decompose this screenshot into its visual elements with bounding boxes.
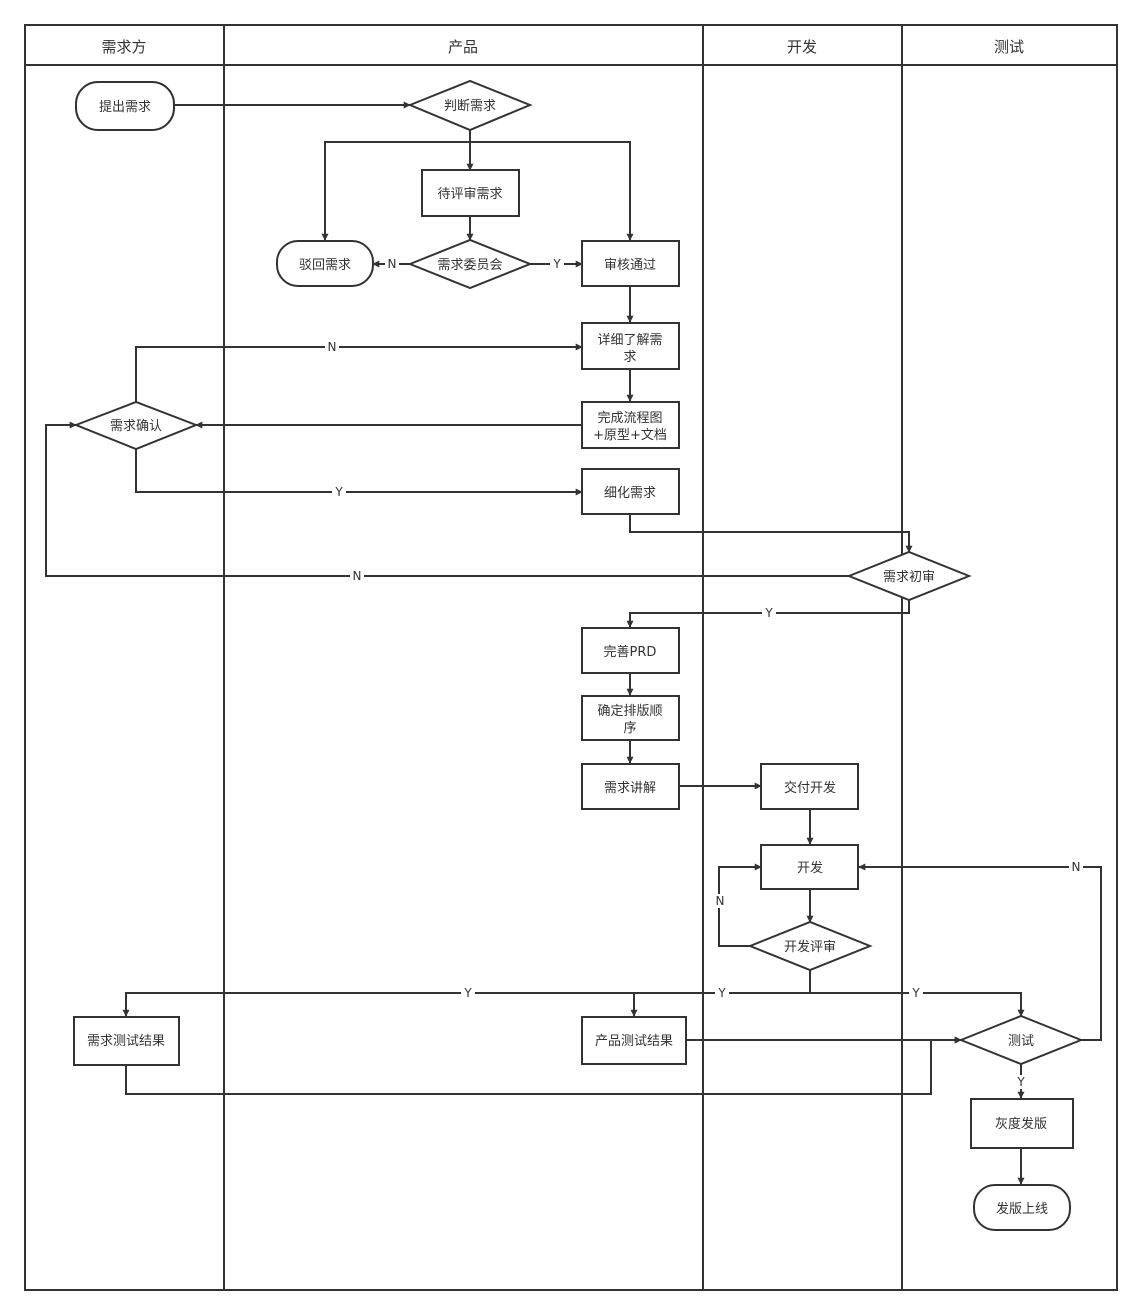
edges [45, 101, 1102, 1185]
node-explain: 需求讲解 [581, 763, 680, 810]
node-req-result: 需求测试结果 [73, 1016, 180, 1066]
edge-label-devreview-no: N [716, 894, 725, 908]
edge-label-devreview-yes-req: Y [463, 986, 472, 1000]
edge-reqresult-test [125, 1036, 962, 1095]
edge-judge-reject [321, 141, 470, 241]
node-pending-label: 待评审需求 [437, 187, 502, 202]
node-order-label-1: 确定排版顺 [597, 704, 662, 719]
edge-devreview-reqresult [122, 992, 810, 1017]
lane-title-product: 产品 [448, 38, 478, 56]
node-judge-label: 判断需求 [444, 99, 496, 114]
node-submit-label: 提出需求 [99, 99, 151, 115]
edge-devreview-prodresult [630, 992, 810, 1017]
node-refine: 细化需求 [581, 468, 680, 515]
node-develop: 开发 [760, 844, 859, 890]
node-test: 测试 [958, 1014, 1084, 1066]
node-order-label-2: 序 [623, 721, 636, 736]
node-dev-review-label: 开发评审 [784, 939, 836, 955]
node-dev-review: 开发评审 [747, 920, 873, 972]
node-reject-label: 驳回需求 [299, 258, 351, 273]
node-prd: 完善PRD [581, 627, 680, 674]
edge-label-confirm-yes: Y [334, 485, 343, 499]
edge-confirm-learn [135, 343, 583, 402]
node-release: 发版上线 [973, 1184, 1071, 1231]
node-gray: 灰度发版 [970, 1098, 1074, 1149]
node-initial-label: 需求初审 [883, 570, 935, 585]
node-prod-result-label: 产品测试结果 [595, 1034, 673, 1049]
node-test-label: 测试 [1008, 1034, 1034, 1049]
node-complete: 完成流程图 +原型+文档 [581, 401, 680, 449]
edge-label-committee-no: N [388, 257, 397, 271]
edge-label-initial-yes: Y [764, 606, 773, 620]
edge-refine-initial [629, 514, 913, 553]
node-gray-label: 灰度发版 [995, 1116, 1047, 1132]
lane-title-development: 开发 [787, 38, 817, 56]
edge-devreview-test [810, 992, 1025, 1017]
node-develop-label: 开发 [797, 860, 823, 876]
node-req-result-label: 需求测试结果 [87, 1034, 165, 1049]
edge-label-committee-yes: Y [552, 257, 561, 271]
node-approved: 审核通过 [581, 240, 680, 287]
node-approved-label: 审核通过 [604, 258, 656, 273]
node-committee: 需求委员会 [407, 238, 533, 290]
node-complete-label-2: +原型+文档 [593, 428, 667, 443]
node-learn-label-2: 求 [623, 350, 636, 365]
edge-label-test-yes: Y [1016, 1075, 1025, 1089]
node-judge: 判断需求 [407, 79, 533, 132]
node-learn: 详细了解需 求 [581, 322, 680, 370]
edge-initial-confirm [45, 421, 849, 577]
node-handoff: 交付开发 [760, 763, 859, 810]
swimlane-frame [24, 24, 1118, 1291]
edge-label-devreview-yes-prod: Y [717, 986, 726, 1000]
node-confirm: 需求确认 [73, 400, 199, 451]
node-prod-result: 产品测试结果 [581, 1016, 687, 1065]
node-release-label: 发版上线 [996, 1201, 1048, 1217]
edge-confirm-refine [135, 449, 583, 496]
node-reject: 驳回需求 [276, 240, 374, 287]
node-initial: 需求初审 [846, 550, 972, 602]
node-learn-label-1: 详细了解需 [597, 333, 662, 348]
node-explain-label: 需求讲解 [604, 781, 656, 796]
edge-label-confirm-no: N [328, 340, 337, 354]
node-confirm-label: 需求确认 [110, 419, 162, 434]
edge-labels: N Y N Y N Y N Y Y Y N Y [325, 257, 1083, 1089]
node-pending: 待评审需求 [421, 169, 520, 217]
edge-judge-approved [470, 141, 634, 241]
lane-title-testing: 测试 [994, 38, 1024, 56]
lane-title-requester: 需求方 [101, 38, 146, 56]
node-prd-label: 完善PRD [604, 644, 657, 660]
node-committee-label: 需求委员会 [437, 258, 502, 273]
edge-test-develop [858, 863, 1102, 1041]
node-handoff-label: 交付开发 [784, 780, 836, 796]
node-refine-label: 细化需求 [604, 486, 656, 501]
node-order: 确定排版顺 序 [581, 695, 680, 741]
node-submit: 提出需求 [75, 81, 175, 131]
edge-label-devreview-yes-test: Y [911, 986, 920, 1000]
node-complete-label-1: 完成流程图 [597, 411, 662, 426]
edge-label-test-no: N [1072, 860, 1081, 874]
edge-label-initial-no: N [353, 569, 362, 583]
